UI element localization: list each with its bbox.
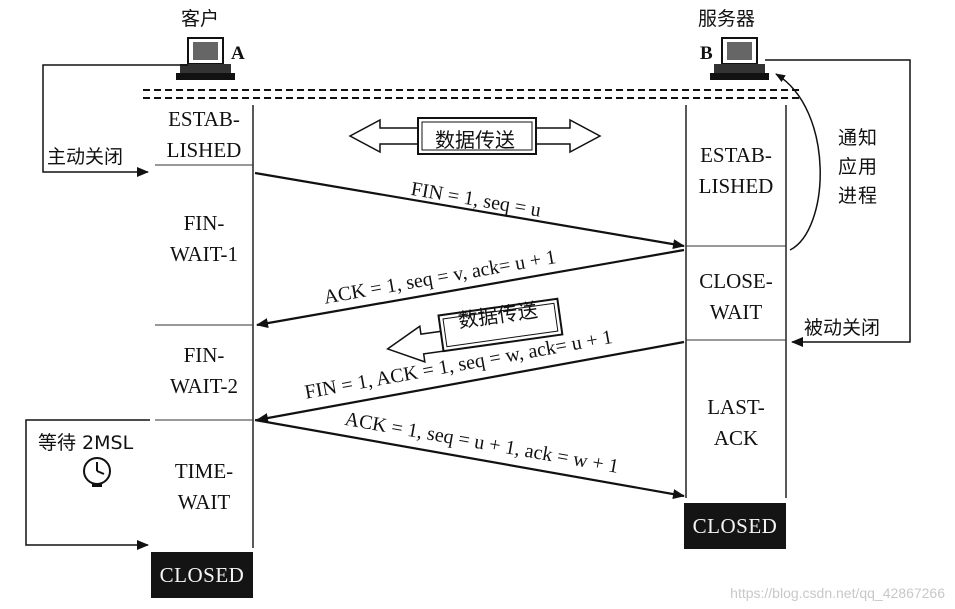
active-close-label: 主动关闭 <box>47 146 124 168</box>
data-transfer-label-top: 数据传送 <box>435 128 515 152</box>
fin-arrow <box>254 171 685 250</box>
server-closed-badge: CLOSED <box>684 503 786 549</box>
server-state-close-wait: CLOSE-WAIT <box>699 269 773 324</box>
notify-app-label: 通 <box>838 127 858 149</box>
final-ack-arrow <box>254 418 685 500</box>
server-letter: B <box>700 43 713 64</box>
client-state-established: ESTAB-LISHED <box>166 107 242 162</box>
client-state-fin-wait-2: FIN-WAIT-2 <box>169 343 239 398</box>
wait-2msl-label: 等待 2MSL <box>38 432 134 454</box>
watermark: https://blog.csdn.net/qq_42867266 <box>730 585 945 601</box>
client-letter: A <box>231 43 245 64</box>
ack-arrow <box>256 248 685 329</box>
client-state-fin-wait-1: FIN-WAIT-1 <box>169 211 239 266</box>
client-title: 客户 <box>181 8 220 30</box>
server-title: 服务器 <box>698 8 756 30</box>
server-state-established: ESTAB-LISHED <box>698 143 774 198</box>
server-state-last-ack: LAST-ACK <box>707 395 765 450</box>
client-closed-badge: CLOSED <box>151 552 253 598</box>
client-computer-icon <box>176 37 235 80</box>
data-transfer-double-arrow <box>348 117 602 155</box>
passive-close-label: 被动关闭 <box>804 317 881 339</box>
data-transfer-left-arrow <box>386 297 564 363</box>
clock-icon <box>83 457 111 487</box>
client-state-time-wait: TIME-WAIT <box>174 459 234 514</box>
server-computer-icon <box>710 37 769 80</box>
fin-ack-arrow <box>256 340 685 423</box>
